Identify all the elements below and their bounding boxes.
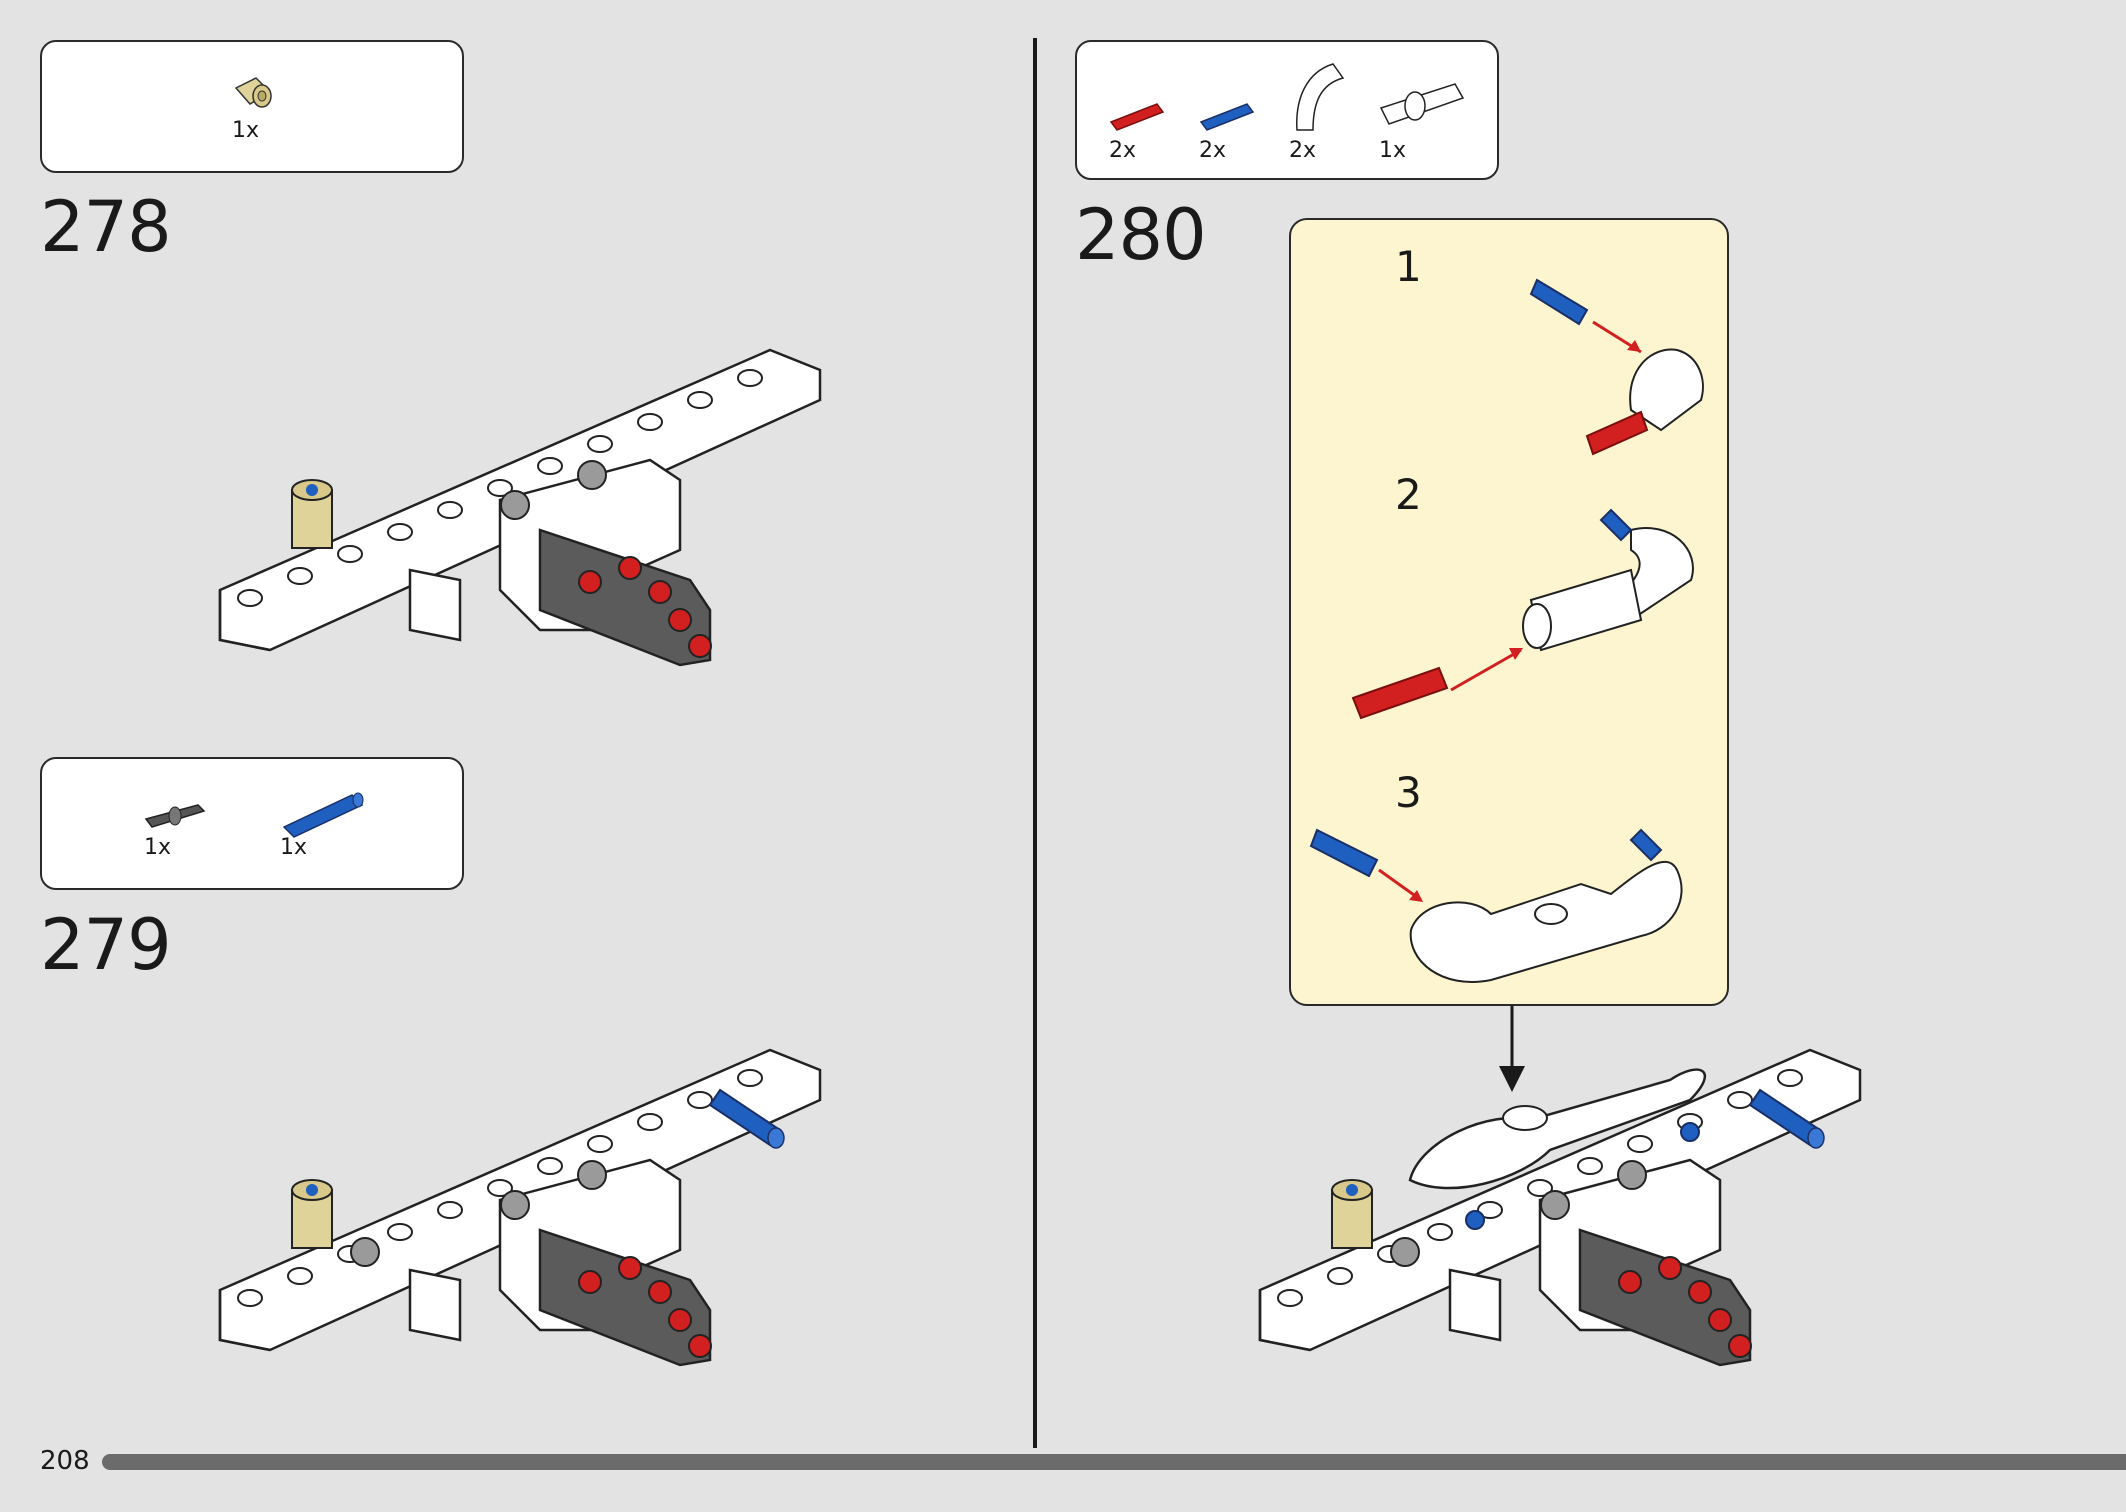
substep-1-illustration: [1529, 278, 1704, 456]
parts-list-step-280: 2x 2x 2x 1x: [1075, 40, 1499, 180]
blue-long-pin-icon: [282, 792, 364, 838]
blue-pin-icon: [1199, 103, 1255, 131]
tan-bush-icon: [234, 77, 272, 108]
attach-arrow: [1499, 1006, 1525, 1092]
step-number-278: 278: [40, 186, 172, 268]
part-qty: 1x: [1379, 138, 1407, 163]
white-connector-icon: [1379, 83, 1465, 125]
part-qty: 2x: [1199, 138, 1227, 163]
substep-number: 3: [1395, 768, 1422, 817]
page-divider: [1033, 38, 1037, 1448]
progress-bar: [102, 1454, 2126, 1470]
substep-2-illustration: [1351, 508, 1694, 720]
sub-assembly-callout: 1 2 3: [1289, 218, 1729, 1006]
part-qty: 1x: [280, 835, 308, 860]
parts-list-step-278: 1x: [40, 40, 464, 173]
page-number: 208: [40, 1446, 90, 1476]
part-qty: 2x: [1109, 138, 1137, 163]
substep-number: 2: [1395, 470, 1422, 519]
red-axle-icon: [1109, 103, 1165, 131]
white-curved-tube-icon: [1296, 63, 1345, 131]
part-qty: 1x: [232, 118, 260, 143]
model-assembly-step-280: [1258, 1048, 1862, 1367]
step-number-280: 280: [1075, 194, 1207, 276]
substep-3-illustration: [1309, 828, 1683, 983]
parts-list-step-279: 1x 1x: [40, 757, 464, 890]
part-qty: 1x: [144, 835, 172, 860]
part-qty: 2x: [1289, 138, 1317, 163]
step-number-279: 279: [40, 904, 172, 986]
model-assembly-step-279: [218, 1048, 822, 1367]
substep-number: 1: [1395, 242, 1422, 291]
dark-grey-axle-pin-icon: [144, 804, 206, 828]
model-assembly-step-278: [218, 348, 822, 667]
